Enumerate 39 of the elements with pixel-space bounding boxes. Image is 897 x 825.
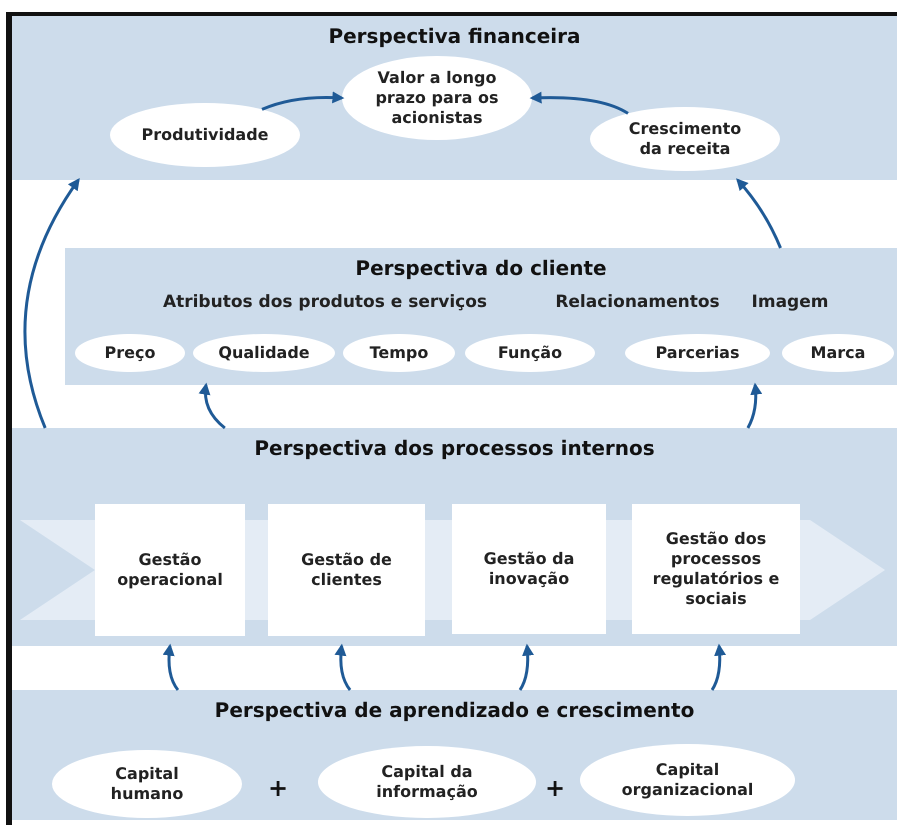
- process-box: Gestão operacional: [95, 504, 245, 636]
- band-title: Perspectiva dos processos internos: [254, 436, 655, 461]
- ellipse-node: Parcerias: [625, 334, 770, 372]
- ellipse-node: Tempo: [343, 334, 455, 372]
- arrow: [710, 644, 726, 691]
- arrow: [530, 92, 629, 115]
- arrow: [736, 178, 782, 249]
- process-box: Gestão da inovação: [452, 504, 606, 634]
- ellipse-node: Capital humano: [52, 750, 242, 818]
- arrow: [518, 644, 534, 691]
- process-box: Gestão de clientes: [268, 504, 425, 636]
- arrow: [198, 382, 226, 430]
- band-title: Perspectiva do cliente: [355, 256, 607, 281]
- ellipse-node: Preço: [75, 334, 185, 372]
- subheading: Imagem: [750, 292, 830, 314]
- perspective-band: [65, 248, 897, 385]
- band-title: Perspectiva financeira: [328, 24, 581, 49]
- ellipse-node: Crescimento da receita: [590, 107, 780, 171]
- perspective-band: [12, 16, 897, 180]
- arrow: [746, 382, 762, 429]
- subheading: Atributos dos produtos e serviços: [162, 292, 488, 314]
- ellipse-node: Valor a longo prazo para os acionistas: [342, 56, 532, 140]
- ellipse-node: Produtividade: [110, 103, 300, 167]
- ellipse-node: Função: [465, 334, 595, 372]
- perspective-band: [12, 428, 897, 646]
- arrow: [261, 92, 344, 111]
- ellipse-node: Marca: [782, 334, 894, 372]
- perspective-band: [12, 690, 897, 820]
- ellipse-node: Capital organizacional: [580, 744, 795, 816]
- arrow: [334, 644, 352, 691]
- ellipse-node: Qualidade: [193, 334, 335, 372]
- plus-sign: +: [268, 776, 288, 800]
- ellipse-node: Capital da informação: [318, 746, 536, 818]
- arrow: [24, 178, 80, 429]
- subheading: Relacionamentos: [554, 292, 721, 314]
- process-box: Gestão dos processos regulatórios e sociais: [632, 504, 800, 634]
- band-title: Perspectiva de aprendizado e crescimento: [214, 698, 694, 723]
- arrow: [162, 644, 180, 691]
- plus-sign: +: [545, 776, 566, 800]
